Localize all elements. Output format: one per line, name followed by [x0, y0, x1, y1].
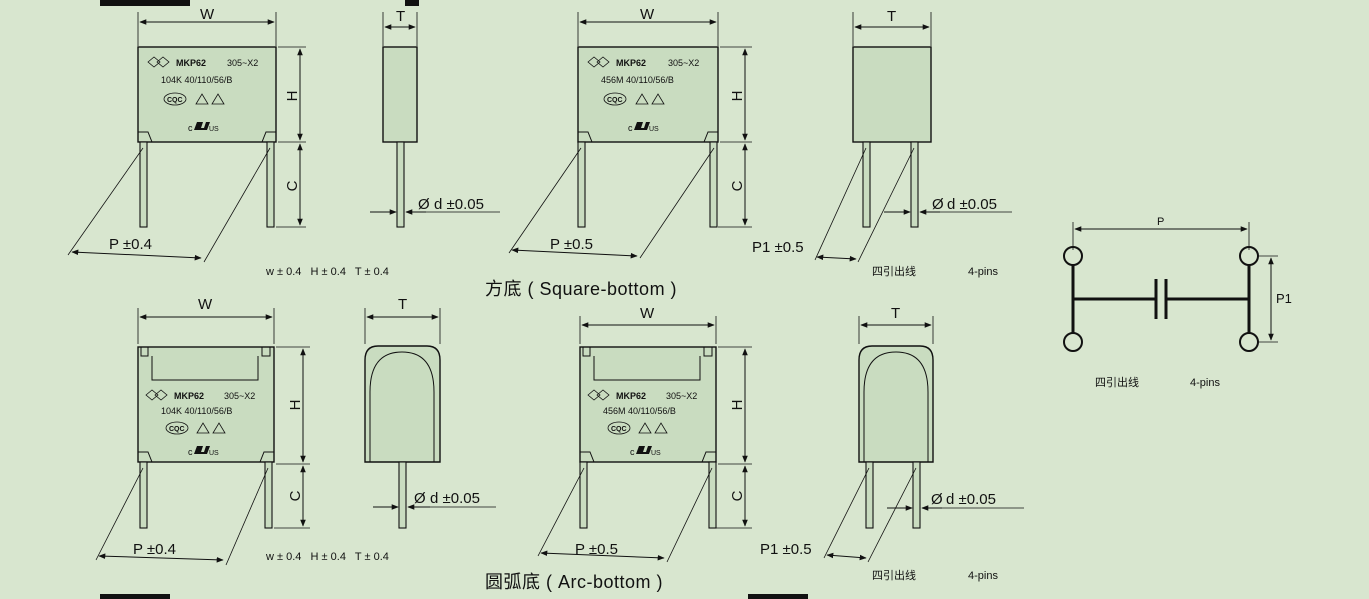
- four-pins-en-schematic: 4-pins: [1190, 377, 1220, 389]
- ul-c-2: c: [628, 123, 633, 133]
- dim-t-label-3: T: [398, 296, 407, 313]
- cqc-mark: CQC: [167, 97, 183, 104]
- dim-h-label-2: H: [729, 91, 746, 102]
- dim-p-label-4: P ±0.5: [575, 541, 618, 558]
- rating-label: 305~X2: [227, 58, 258, 68]
- dim-t-label-2: T: [887, 8, 896, 25]
- dim-phi-2: Ø: [932, 196, 944, 213]
- spec-label-2: 456M 40/110/56/B: [601, 75, 674, 85]
- spec-label-4: 456M 40/110/56/B: [603, 406, 676, 416]
- brand-label-3: MKP62: [174, 391, 204, 401]
- dim-p-label-3: P ±0.4: [133, 541, 176, 558]
- dim-p-label: P ±0.4: [109, 236, 152, 253]
- four-pins-en-1: 4-pins: [968, 266, 998, 278]
- four-pins-cn-schematic: 四引出线: [1095, 375, 1139, 389]
- tolerance-note-1: w ± 0.4 H ± 0.4 T ± 0.4: [265, 266, 389, 278]
- cap-marking-d: MKP62 305~X2 456M 40/110/56/B CQC c US: [587, 389, 697, 457]
- dim-h-label-3: H: [287, 400, 304, 411]
- cap-marking-a: MKP62 305~X2 104K 40/110/56/B CQC c US: [147, 56, 258, 133]
- dim-c-label-4: C: [729, 490, 746, 501]
- cqc-mark-3: CQC: [169, 426, 185, 433]
- schematic-4pin: P P1: [1063, 216, 1292, 352]
- ul-c-3: c: [188, 447, 193, 457]
- dim-d-label-2: d ±0.05: [947, 196, 997, 213]
- side-view-arc-4pin: T Ø d ±0.05 P1 ±0.5: [760, 305, 1024, 563]
- side-view-square-2pin: T Ø d ±0.05: [370, 8, 500, 228]
- dim-phi: Ø: [418, 196, 430, 213]
- four-pins-en-2: 4-pins: [968, 570, 998, 582]
- side-view-square-4pin: T Ø d ±0.05 P1 ±0.5: [752, 8, 1012, 263]
- dim-p-label-2: P ±0.5: [550, 236, 593, 253]
- cqc-mark-2: CQC: [607, 97, 623, 104]
- caption-square-bottom: 方底 ( Square-bottom ): [485, 279, 677, 299]
- dim-t-label-4: T: [891, 305, 900, 322]
- dim-c-label-3: C: [287, 490, 304, 501]
- ul-us-3: US: [209, 450, 219, 457]
- dim-w-label-3: W: [198, 296, 213, 313]
- front-view-arc-2pin: W MKP62 305~X2 104K 40/110/56/B CQC c US…: [95, 296, 310, 566]
- dim-w-label-2: W: [640, 6, 655, 23]
- dim-d-label: d ±0.05: [434, 196, 484, 213]
- cropped-footer-text-2: [748, 594, 808, 599]
- cap-marking-c: MKP62 305~X2 104K 40/110/56/B CQC c US: [145, 389, 255, 457]
- dim-c-label-2: C: [729, 180, 746, 191]
- ul-c: c: [188, 123, 193, 133]
- dim-phi-4: Ø: [931, 491, 943, 508]
- rating-label-4: 305~X2: [666, 391, 697, 401]
- ul-us: US: [209, 126, 219, 133]
- caption-arc-bottom: 圆弧底 ( Arc-bottom ): [485, 572, 663, 592]
- schematic-p1-label: P1: [1276, 291, 1292, 306]
- dim-h-label: H: [284, 91, 301, 102]
- cropped-header-text-2: [405, 0, 419, 6]
- ul-us-2: US: [649, 126, 659, 133]
- tolerance-note-2: w ± 0.4 H ± 0.4 T ± 0.4: [265, 551, 389, 563]
- front-view-square-2pin: W MKP62 305~X2 104K 40/110/56/B CQC c US…: [67, 6, 306, 263]
- ul-c-4: c: [630, 447, 635, 457]
- dim-p1-label-2: P1 ±0.5: [760, 541, 812, 558]
- four-pins-cn-1: 四引出线: [872, 264, 916, 278]
- cqc-mark-4: CQC: [611, 426, 627, 433]
- dim-phi-3: Ø: [414, 490, 426, 507]
- front-view-square-4pin: W MKP62 305~X2 456M 40/110/56/B CQC c US…: [508, 6, 752, 259]
- ul-us-4: US: [651, 450, 661, 457]
- four-pins-cn-2: 四引出线: [872, 568, 916, 582]
- spec-label-3: 104K 40/110/56/B: [161, 406, 232, 416]
- rating-label-2: 305~X2: [668, 58, 699, 68]
- brand-label-4: MKP62: [616, 391, 646, 401]
- cropped-header-text: [100, 0, 190, 6]
- dim-d-label-3: d ±0.05: [430, 490, 480, 507]
- cap-marking-b: MKP62 305~X2 456M 40/110/56/B CQC c US: [587, 56, 699, 133]
- dim-h-label-4: H: [729, 400, 746, 411]
- schematic-p-label: P: [1157, 216, 1164, 228]
- dim-d-label-4: d ±0.05: [946, 491, 996, 508]
- side-view-arc-2pin: T Ø d ±0.05: [364, 296, 496, 529]
- dim-c-label: C: [284, 180, 301, 191]
- dim-t-label: T: [396, 8, 405, 25]
- brand-label: MKP62: [176, 58, 206, 68]
- rating-label-3: 305~X2: [224, 391, 255, 401]
- brand-label-2: MKP62: [616, 58, 646, 68]
- front-view-arc-4pin: W MKP62 305~X2 456M 40/110/56/B CQC c US…: [537, 305, 752, 563]
- cropped-footer-text: [100, 594, 170, 599]
- dim-p1-label: P1 ±0.5: [752, 239, 804, 256]
- dim-w-label-4: W: [640, 305, 655, 322]
- dim-w-label: W: [200, 6, 215, 23]
- spec-label: 104K 40/110/56/B: [161, 75, 232, 85]
